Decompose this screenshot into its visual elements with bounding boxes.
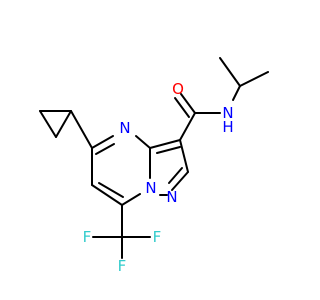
bond-c3-c2 [179, 139, 189, 173]
bond-cyclopropyl-2 [39, 110, 57, 138]
atom-oxygen: O [172, 80, 184, 98]
atom-nitrogen-amide: N [222, 104, 233, 122]
bond-c6-c7-double [98, 182, 124, 198]
bond-c2-n1-double [168, 167, 183, 184]
bond-cyclopropyl-3 [55, 110, 72, 138]
bond-c3-carbonyl [179, 112, 196, 141]
bond-c7-n7a [121, 193, 141, 206]
atom-labels: O N H N N N F F F [83, 80, 234, 275]
bond-c6-c7 [91, 184, 123, 206]
molecule-structure: O N H N N N F F F [39, 57, 269, 275]
bond-carbonyl-o-double [174, 97, 190, 118]
atom-fluorine-1: F [83, 228, 92, 246]
atom-nitrogen-1: N [166, 188, 177, 206]
atom-nitrogen-7a: N [145, 179, 156, 197]
bond-c5-n4 [91, 135, 114, 149]
bond-n4-c3a [135, 135, 151, 149]
bond-carbonyl-o [180, 93, 196, 114]
bond-c5-n4-double [95, 143, 115, 155]
bonds [39, 57, 269, 259]
bond-ch-ch3-right [239, 71, 269, 87]
bond-n-ch [232, 85, 241, 101]
bond-ch-ch3-left [219, 57, 241, 87]
bond-c2-n1 [171, 171, 189, 191]
atom-nitrogen-4: N [119, 119, 130, 137]
atom-hydrogen-amide: H [222, 118, 233, 136]
bond-c3a-c3-double [156, 146, 181, 154]
atom-fluorine-3: F [118, 257, 127, 275]
bond-cyclopropyl-ring [70, 110, 93, 149]
bond-c3a-c3 [149, 139, 181, 149]
atom-fluorine-2: F [153, 228, 162, 246]
